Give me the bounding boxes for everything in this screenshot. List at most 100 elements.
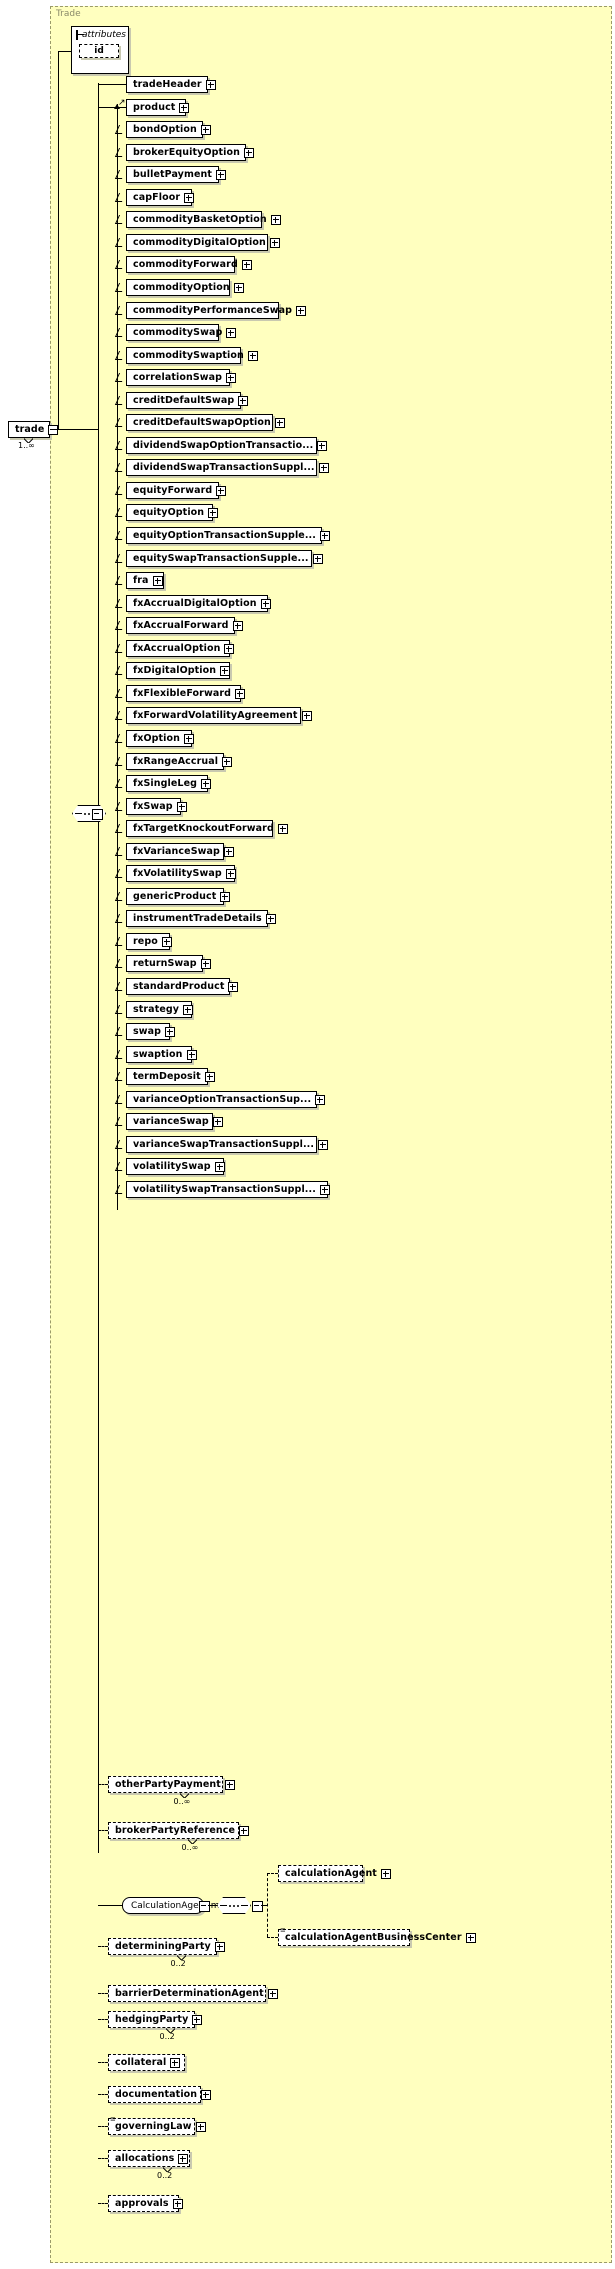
node-equityforward[interactable]: equityForward bbox=[126, 482, 227, 499]
expand-icon[interactable] bbox=[216, 169, 227, 180]
expand-icon[interactable] bbox=[274, 417, 285, 428]
expand-icon[interactable] bbox=[247, 350, 258, 361]
node-fxvolatilityswap[interactable]: fxVolatilitySwap bbox=[126, 865, 236, 882]
expand-icon[interactable] bbox=[220, 665, 231, 676]
expand-icon[interactable] bbox=[228, 981, 239, 992]
expand-icon[interactable] bbox=[233, 282, 244, 293]
node-tradeheader[interactable]: tradeHeader bbox=[126, 76, 216, 93]
node-trade[interactable]: trade bbox=[8, 421, 59, 438]
node-fxoption[interactable]: fxOption bbox=[126, 730, 195, 747]
expand-icon[interactable] bbox=[184, 192, 195, 203]
expand-icon[interactable] bbox=[317, 440, 328, 451]
expand-icon[interactable] bbox=[241, 259, 252, 270]
collapse-icon-attributes[interactable] bbox=[76, 29, 84, 40]
node-commodityoption[interactable]: commodityOption bbox=[126, 279, 244, 296]
collapse-icon-sequence[interactable] bbox=[92, 809, 103, 820]
expand-icon[interactable] bbox=[220, 891, 231, 902]
attributes-header[interactable]: attributes bbox=[72, 27, 128, 42]
node-commodityswap[interactable]: commoditySwap bbox=[126, 324, 237, 341]
expand-icon[interactable] bbox=[172, 2198, 183, 2209]
node-strategy[interactable]: strategy bbox=[126, 1001, 194, 1018]
expand-icon[interactable] bbox=[222, 756, 233, 767]
expand-icon[interactable] bbox=[223, 846, 234, 857]
node-calculation-agent-business-center[interactable]: calculationAgentBusinessCenter bbox=[278, 1929, 476, 1946]
expand-icon[interactable] bbox=[205, 79, 216, 90]
expand-icon[interactable] bbox=[232, 620, 243, 631]
expand-icon[interactable] bbox=[200, 958, 211, 969]
node-fxsingleleg[interactable]: fxSingleLeg bbox=[126, 775, 212, 792]
expand-icon[interactable] bbox=[238, 395, 249, 406]
expand-icon[interactable] bbox=[214, 1941, 225, 1952]
collapse-icon-calc-sequence[interactable] bbox=[252, 1901, 263, 1912]
node-commodityswaption[interactable]: commoditySwaption bbox=[126, 347, 258, 364]
expand-icon[interactable] bbox=[216, 485, 227, 496]
expand-icon[interactable] bbox=[244, 147, 255, 158]
node-returnswap[interactable]: returnSwap bbox=[126, 955, 211, 972]
attribute-id[interactable]: id bbox=[79, 44, 119, 58]
expand-icon[interactable] bbox=[195, 2121, 206, 2132]
expand-icon[interactable] bbox=[178, 2153, 189, 2164]
expand-icon[interactable] bbox=[270, 214, 281, 225]
node-varianceswap[interactable]: varianceSwap bbox=[126, 1113, 223, 1130]
node-swaption[interactable]: swaption bbox=[126, 1046, 197, 1063]
expand-icon[interactable] bbox=[226, 327, 237, 338]
node-fxdigitaloption[interactable]: fxDigitalOption bbox=[126, 662, 231, 679]
expand-icon[interactable] bbox=[225, 868, 236, 879]
node-brokerpartyreference[interactable]: brokerPartyReference bbox=[108, 1822, 250, 1839]
node-correlationswap[interactable]: correlationSwap bbox=[126, 369, 237, 386]
expand-icon[interactable] bbox=[208, 507, 219, 518]
node-fxrangeaccrual[interactable]: fxRangeAccrual bbox=[126, 753, 233, 770]
expand-icon[interactable] bbox=[224, 1779, 235, 1790]
node-creditdefaultswapoption[interactable]: creditDefaultSwapOption bbox=[126, 414, 285, 431]
node-instrumenttradedetails[interactable]: instrumentTradeDetails bbox=[126, 910, 276, 927]
node-fxaccrualforward[interactable]: fxAccrualForward bbox=[126, 617, 243, 634]
expand-icon[interactable] bbox=[184, 733, 195, 744]
expand-icon[interactable] bbox=[170, 2057, 181, 2068]
expand-icon[interactable] bbox=[204, 1071, 215, 1082]
calculation-agent-sequence-compositor[interactable] bbox=[217, 1897, 251, 1914]
node-fxforwardvolatilityagreement[interactable]: fxForwardVolatilityAgreement bbox=[126, 707, 312, 724]
node-volatilityswap[interactable]: volatilitySwap bbox=[126, 1158, 225, 1175]
node-genericproduct[interactable]: genericProduct bbox=[126, 888, 231, 905]
node-fxflexibleforward[interactable]: fxFlexibleForward bbox=[126, 685, 246, 702]
expand-icon[interactable] bbox=[318, 462, 329, 473]
node-standardproduct[interactable]: standardProduct bbox=[126, 978, 239, 995]
node-allocations[interactable]: allocations bbox=[108, 2150, 190, 2167]
expand-icon[interactable] bbox=[318, 1139, 329, 1150]
expand-icon[interactable] bbox=[186, 1049, 197, 1060]
expand-icon[interactable] bbox=[192, 2014, 203, 2025]
node-approvals[interactable]: approvals bbox=[108, 2195, 183, 2212]
expand-icon[interactable] bbox=[319, 530, 330, 541]
node-commoditydigitaloption[interactable]: commodityDigitalOption bbox=[126, 234, 280, 251]
node-fra[interactable]: fra bbox=[126, 572, 164, 589]
node-swap[interactable]: swap bbox=[126, 1023, 176, 1040]
node-collateral[interactable]: collateral bbox=[108, 2054, 185, 2071]
node-fxaccrualoption[interactable]: fxAccrualOption bbox=[126, 640, 235, 657]
expand-icon[interactable] bbox=[183, 1004, 194, 1015]
expand-icon[interactable] bbox=[179, 102, 190, 113]
node-governinglaw[interactable]: governingLaw bbox=[108, 2118, 206, 2135]
expand-icon[interactable] bbox=[165, 1026, 176, 1037]
expand-icon[interactable] bbox=[212, 1116, 223, 1127]
node-calculation-agent[interactable]: calculationAgent bbox=[278, 1865, 391, 1882]
expand-icon[interactable] bbox=[315, 1094, 326, 1105]
node-hedgingparty[interactable]: hedgingParty bbox=[108, 2011, 203, 2028]
node-capfloor[interactable]: capFloor bbox=[126, 189, 195, 206]
expand-icon-calculation-agent-business-center[interactable] bbox=[465, 1932, 476, 1943]
node-commoditybasketoption[interactable]: commodityBasketOption bbox=[126, 211, 281, 228]
expand-icon[interactable] bbox=[152, 575, 163, 586]
node-commodityperformanceswap[interactable]: commodityPerformanceSwap bbox=[126, 302, 307, 319]
node-fxtargetknockoutforward[interactable]: fxTargetKnockoutForward bbox=[126, 820, 288, 837]
expand-icon[interactable] bbox=[267, 1988, 278, 1999]
node-otherpartypayment[interactable]: otherPartyPayment bbox=[108, 1776, 235, 1793]
expand-icon[interactable] bbox=[277, 823, 288, 834]
node-brokerequityoption[interactable]: brokerEquityOption bbox=[126, 144, 255, 161]
node-product[interactable]: product bbox=[126, 99, 190, 116]
node-documentation[interactable]: documentation bbox=[108, 2086, 212, 2103]
expand-icon[interactable] bbox=[161, 936, 172, 947]
node-dividendswaptransactionsuppl[interactable]: dividendSwapTransactionSuppl... bbox=[126, 459, 329, 476]
node-bulletpayment[interactable]: bulletPayment bbox=[126, 166, 227, 183]
node-fxaccrualdigitaloption[interactable]: fxAccrualDigitalOption bbox=[126, 595, 271, 612]
node-determiningparty[interactable]: determiningParty bbox=[108, 1938, 225, 1955]
node-dividendswapoptiontransactio[interactable]: dividendSwapOptionTransactio... bbox=[126, 437, 328, 454]
